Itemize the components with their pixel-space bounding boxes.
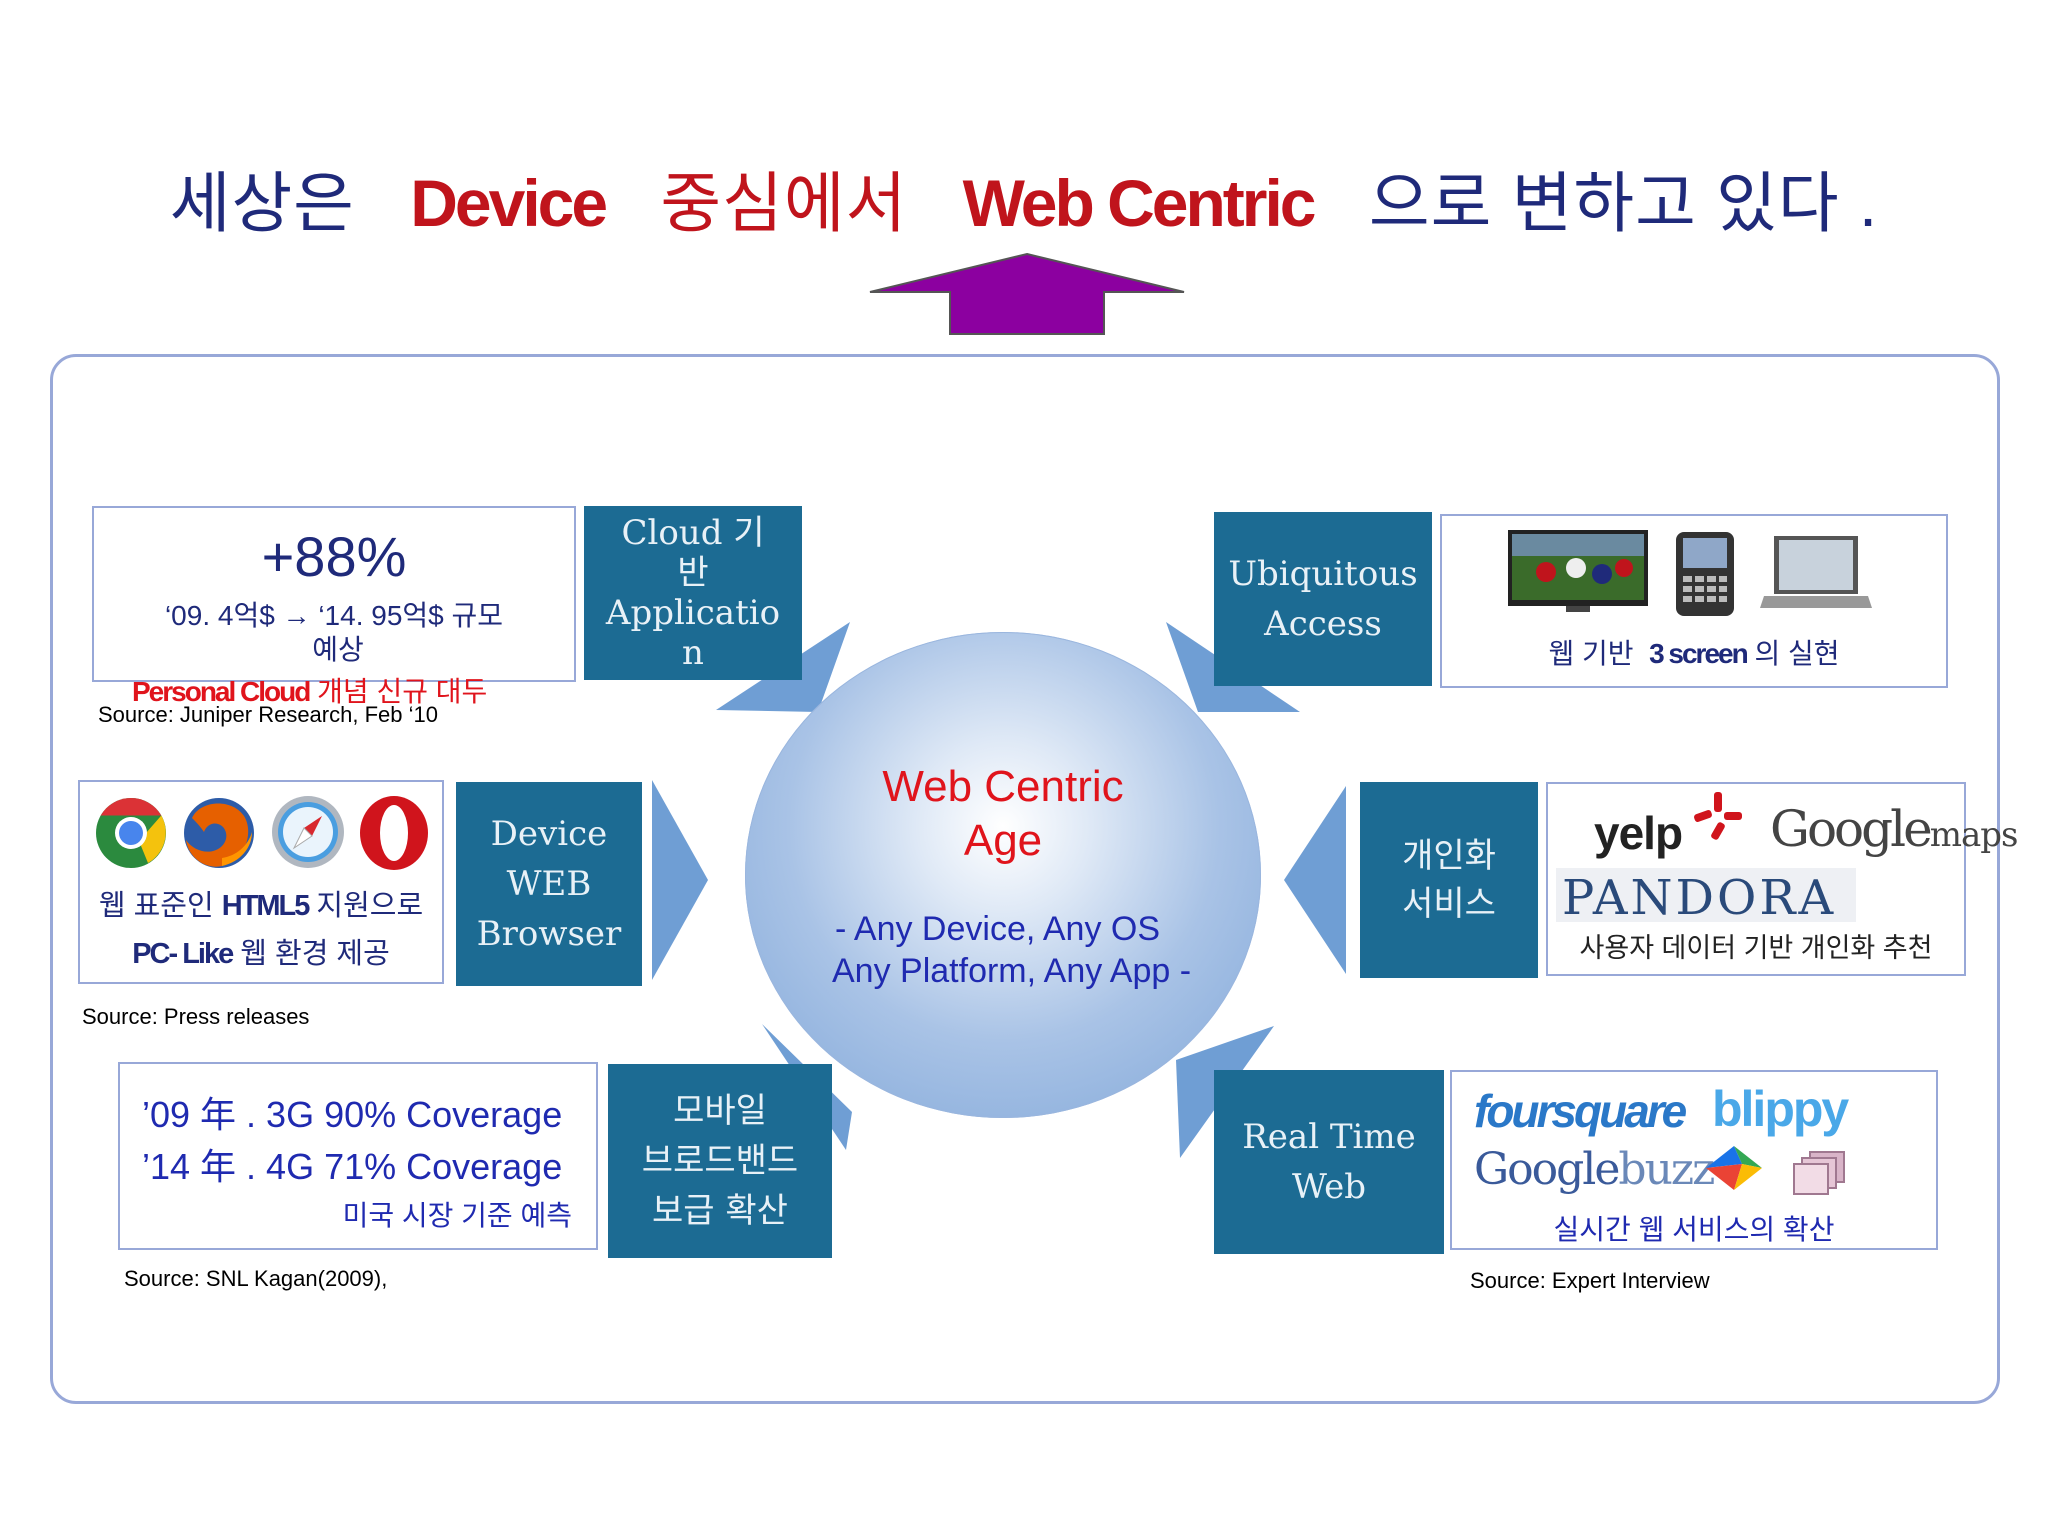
realtime-caption: 실시간 웹 서비스의 확산: [1553, 1214, 1835, 1245]
browser-label-line1: Device: [490, 814, 608, 854]
mobile-info-box: [118, 1062, 598, 1250]
cloud-label-line3: Applicatio: [605, 593, 781, 633]
maps-logo-text: maps: [1929, 815, 2019, 855]
blippy-logo: blippy: [1712, 1081, 1849, 1137]
ubiquitous-label-line2: Access: [1264, 604, 1382, 644]
stack-app-icon: [1793, 1151, 1845, 1195]
center-sub-line1: - Any Device, Any OS: [835, 910, 1161, 948]
chrome-icon: [96, 798, 166, 868]
phone-icon: [1676, 532, 1734, 616]
title-part5: 으로 변하고 있다 .: [1368, 166, 1879, 240]
ubiquitous-caption-ko2: 의 실현: [1754, 638, 1840, 669]
firefox-icon: [184, 798, 254, 868]
opera-icon: [360, 796, 428, 870]
ubiquitous-caption-ko1: 웹 기반: [1548, 638, 1634, 669]
browser-line2-ko: 웹 환경 제공: [240, 938, 390, 970]
title-part1: 세상은: [169, 166, 355, 240]
ubiquitous-label-box: Ubiquitous Access: [1214, 512, 1432, 686]
title-part3: 중심에서: [660, 166, 908, 240]
cloud-label-box: Cloud 기 반 Applicatio n: [584, 506, 802, 680]
browser-label-box: Device WEB Browser: [456, 782, 642, 986]
ubiquitous-caption: 웹 기반 3 screen 의 실현: [1440, 632, 1948, 672]
mobile-line3: 미국 시장 기준 예측: [342, 1200, 572, 1231]
cloud-highlight: Personal Cloud 개념 신규 대두: [132, 670, 487, 710]
personal-label-line1: 개인화: [1402, 836, 1496, 876]
google-maps-logo: Googlemaps: [1770, 800, 2019, 858]
title-web-centric: Web Centric: [962, 166, 1317, 240]
center-title-line1: Web Centric: [882, 762, 1124, 811]
browser-line1-ko1: 웹 표준인: [98, 890, 214, 922]
yelp-burst-icon: [1694, 792, 1742, 840]
browser-line1-en: HTML5: [221, 890, 311, 922]
google-buzz-logo: Googlebuzz: [1474, 1144, 1715, 1195]
pandora-logo-bg: [1556, 868, 1856, 922]
cloud-source: Source: Juniper Research, Feb ‘10: [98, 702, 438, 727]
center-title-line2: Age: [963, 816, 1043, 865]
realtime-source: Source: Expert Interview: [1470, 1268, 1710, 1293]
mobile-line1: ’09 年 . 3G 90% Coverage: [142, 1094, 563, 1135]
pandora-logo: PANDORA: [1562, 870, 1837, 926]
browser-source: Source: Press releases: [82, 1004, 310, 1029]
google-logo-text: Google: [1770, 800, 1933, 858]
tv-icon: [1508, 530, 1648, 612]
center-sub-line2: Any Platform, Any App -: [832, 952, 1192, 990]
realtime-label-line2: Web: [1291, 1167, 1367, 1207]
title-device: Device: [410, 166, 608, 240]
arrow-from-browser-icon: [652, 780, 708, 980]
ubiquitous-caption-en: 3 screen: [1649, 638, 1749, 669]
web-centric-circle: [745, 632, 1261, 1118]
mobile-label-line3: 보급 확산: [652, 1191, 788, 1231]
browser-label-line3: Browser: [476, 914, 622, 954]
google-buzz-buzz: buzz: [1618, 1144, 1715, 1195]
laptop-icon: [1760, 536, 1872, 608]
safari-icon: [272, 796, 344, 868]
cloud-label-line2: 반: [677, 553, 709, 593]
realtime-info-box: [1450, 1070, 1938, 1250]
browser-line2-en: PC- Like: [132, 938, 234, 970]
cloud-highlight-ko: 개념 신규 대두: [317, 676, 488, 707]
google-buzz-google: Google: [1474, 1144, 1620, 1195]
browser-label-line2: WEB: [506, 864, 592, 904]
cloud-stat: +88%: [261, 525, 407, 588]
foursquare-logo: foursquare: [1474, 1085, 1687, 1137]
mobile-label-box: 모바일 브로드밴드 보급 확산: [608, 1064, 832, 1258]
realtime-label-box: Real Time Web: [1214, 1070, 1444, 1254]
mobile-source: Source: SNL Kagan(2009),: [124, 1266, 388, 1291]
browser-line2: PC- Like 웹 환경 제공: [78, 930, 444, 972]
personal-label-box: 개인화 서비스: [1360, 782, 1538, 978]
google-buzz-icon: [1706, 1146, 1762, 1190]
browser-line1: 웹 표준인 HTML5 지원으로: [78, 882, 444, 924]
page-title: 세상은 Device 중심에서 Web Centric 으로 변하고 있다 .: [0, 150, 2048, 246]
cloud-detail-line2: 예상: [312, 634, 364, 665]
personal-label-line2: 서비스: [1402, 884, 1496, 924]
cloud-detail-line1: ‘09. 4억$ → ‘14. 95억$ 규모: [164, 600, 504, 631]
cloud-label-line1: Cloud 기: [621, 513, 765, 553]
realtime-label-line1: Real Time: [1242, 1117, 1416, 1157]
mobile-label-line2: 브로드밴드: [641, 1141, 799, 1181]
ubiquitous-label-line1: Ubiquitous: [1228, 554, 1418, 594]
mobile-label-line1: 모바일: [673, 1091, 767, 1131]
yelp-logo: yelp: [1594, 807, 1683, 859]
browser-line1-ko2: 지원으로: [316, 890, 424, 922]
up-arrow-icon: [869, 252, 1185, 335]
personal-caption: 사용자 데이터 기반 개인화 추천: [1579, 933, 1933, 963]
cloud-highlight-en: Personal Cloud: [132, 676, 311, 707]
cloud-info-box: [92, 506, 576, 682]
mobile-line2: ’14 年 . 4G 71% Coverage: [142, 1146, 563, 1187]
cloud-label-line4: n: [682, 633, 704, 673]
arrow-from-personal-icon: [1284, 786, 1346, 974]
